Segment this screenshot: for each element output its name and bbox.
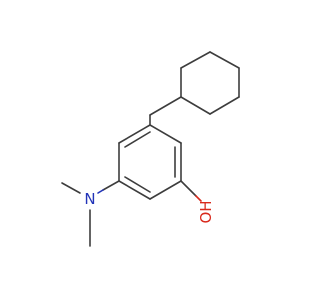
cyclohexane-ring (180, 51, 240, 115)
cyclohexane-bond-3 (209, 51, 240, 69)
ring-bond-top-right (149, 124, 182, 144)
ring-double-bond-upper-left (124, 131, 151, 148)
ring-bond-bottom-left (118, 180, 151, 200)
structure-diagram: OH N (61, 51, 240, 247)
n-methyl-bond-upper (61, 182, 81, 194)
ring-bond-top-left (118, 124, 151, 144)
methylene-to-cyclohexyl-bond (149, 96, 182, 116)
nitrogen-label: N (84, 190, 95, 208)
cyclohexane-bond-5 (209, 96, 240, 115)
ring-double-bond-bottom-left (124, 176, 151, 193)
benzene-ring (118, 124, 182, 200)
c-o-bond-oxygen-end (195, 195, 202, 202)
cyclohexane-bond-6 (180, 96, 211, 115)
ring-bond-bottom-right (149, 180, 182, 200)
cyclohexane-bond-2 (180, 51, 211, 69)
c-n-bond-nitrogen-end (97, 189, 104, 194)
c-n-bond (102, 180, 120, 191)
hydroxyl-label: OH (197, 200, 215, 223)
c-o-bond (180, 180, 197, 197)
